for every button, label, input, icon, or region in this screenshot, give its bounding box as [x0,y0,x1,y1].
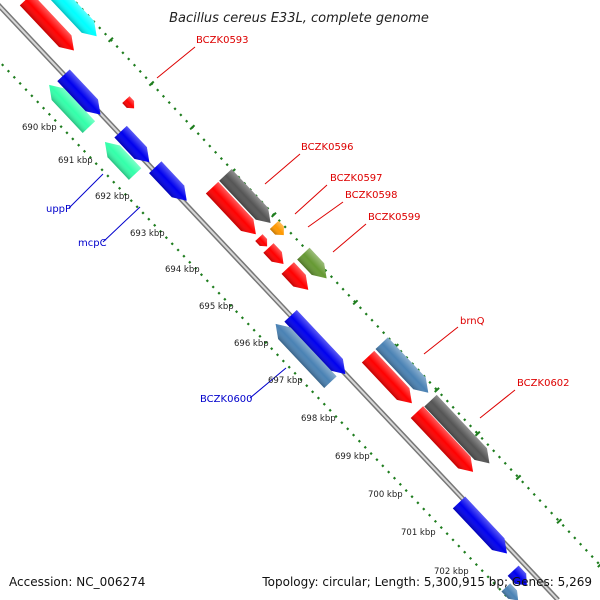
label-mcpC[interactable]: mcpC [78,238,107,249]
callout-BCZK0602 [479,389,516,419]
gene-brnQ-red[interactable] [361,350,418,409]
accession-text: Accession: NC_006274 [9,575,145,589]
callout-brnQ [423,326,459,355]
gene-blue-upper[interactable] [57,69,106,121]
tick-mark [148,80,155,87]
outer-dotted-line [72,0,600,566]
tick-label: 693 kbp [130,229,165,239]
tick-labels: 690 kbp 691 kbp 692 kbp 693 kbp 694 kbp … [22,123,469,577]
tick-mark [434,387,440,393]
tick-label: 701 kbp [401,528,436,538]
tick-mark [474,430,481,437]
tick-mark [189,124,196,131]
gene-BCZK0596-red[interactable] [205,181,262,240]
callout-BCZK0596 [264,153,301,185]
tick-mark [515,474,522,481]
label-BCZK0593[interactable]: BCZK0593 [196,35,249,46]
gene-blue-mid[interactable] [114,125,155,168]
gene-blue-lower[interactable] [452,496,513,560]
callout-mcpC [102,206,141,243]
label-BCZK0597[interactable]: BCZK0597 [330,173,383,184]
gene-BCZK0597[interactable] [269,220,288,239]
tick-label: 692 kbp [95,192,130,202]
tick-label: 699 kbp [335,452,370,462]
gene-red-small-top[interactable] [122,96,138,112]
label-BCZK0596[interactable]: BCZK0596 [301,142,354,153]
inner-dotted-line [0,60,511,600]
tick-label: 698 kbp [301,414,336,424]
gene-aqua-upper[interactable] [43,79,96,133]
tick-mark [107,36,114,43]
gene-uppP[interactable] [99,136,142,180]
tick-label: 695 kbp [199,302,234,312]
gene-steel-lower-edge[interactable] [501,583,522,600]
tick-label: 696 kbp [234,339,269,349]
gene-brnQ[interactable] [375,337,435,398]
gene-BCZK0599[interactable] [297,247,333,284]
gene-BCZK0598b[interactable] [263,243,288,269]
tick-mark [270,212,277,218]
gene-BCZK0602-gray[interactable] [424,394,495,469]
gene-blue-lower-edge[interactable] [507,565,533,591]
label-BCZK0600[interactable]: BCZK0600 [200,394,253,405]
gene-BCZK0600[interactable] [269,318,337,388]
label-callouts [68,46,516,419]
tick-label: 691 kbp [58,156,93,166]
callout-BCZK0600 [249,367,287,399]
tick-label: 700 kbp [368,490,403,500]
callout-BCZK0593 [156,46,196,79]
callout-BCZK0597 [294,184,328,215]
map-title: Bacillus cereus E33L, complete genome [169,11,429,26]
gene-cyan-top[interactable] [41,0,103,42]
tick-label: 697 kbp [268,376,303,386]
callout-BCZK0598 [307,201,344,228]
tick-marks [107,36,600,568]
label-brnQ[interactable]: brnQ [460,316,485,327]
tick-mark [556,518,563,525]
tick-label: 694 kbp [165,265,200,275]
gene-BCZK0600-blue[interactable] [284,310,351,380]
gene-BCZK0599-red[interactable] [281,262,315,296]
tick-mark [352,299,359,306]
tick-label: 702 kbp [434,567,469,577]
gene-red-top[interactable] [19,0,80,56]
genome-summary-text: Topology: circular; Length: 5,300,915 bp… [261,575,592,589]
label-BCZK0599[interactable]: BCZK0599 [368,212,421,223]
gene-features [19,0,533,600]
callout-BCZK0599 [332,223,367,253]
gene-labels: BCZK0593 BCZK0596 BCZK0597 BCZK0598 BCZK… [46,35,570,405]
gene-BCZK0596-gray[interactable] [219,169,277,229]
label-BCZK0602[interactable]: BCZK0602 [517,378,570,389]
gene-BCZK0602-red[interactable] [410,406,480,477]
label-BCZK0598[interactable]: BCZK0598 [345,190,398,201]
gene-mcpC[interactable] [149,161,193,206]
gene-BCZK0598[interactable] [255,234,271,250]
tick-label: 690 kbp [22,123,57,133]
label-uppP[interactable]: uppP [46,204,71,215]
tick-mark [597,563,600,568]
callout-uppP [68,173,104,209]
